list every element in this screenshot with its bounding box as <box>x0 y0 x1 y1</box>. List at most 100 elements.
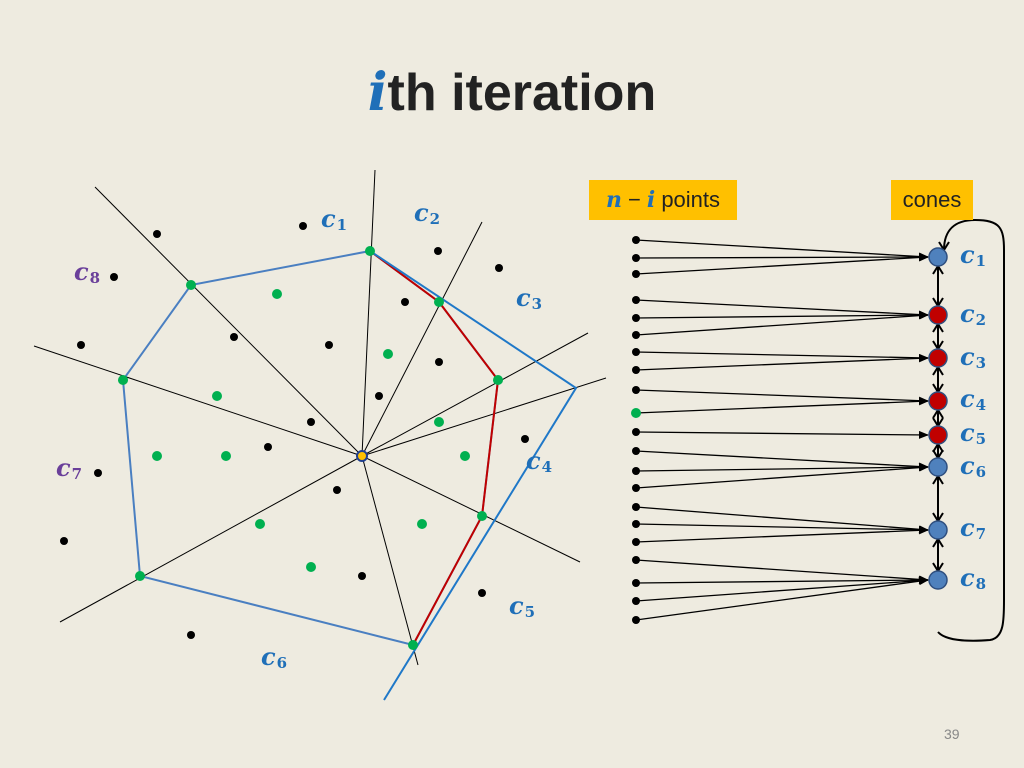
green-point <box>493 375 503 385</box>
ray-4 <box>361 332 589 457</box>
list-point <box>632 331 640 339</box>
right-cone-label-4: c4 <box>960 384 987 414</box>
black-point <box>77 341 85 349</box>
list-points <box>631 236 641 624</box>
green-point <box>417 519 427 529</box>
list-point <box>632 254 640 262</box>
green-point <box>152 451 162 461</box>
black-points <box>60 222 529 639</box>
point-arrow <box>635 253 929 275</box>
title-text: th iteration <box>387 64 657 122</box>
cone-nodes <box>928 247 948 590</box>
cone-node <box>928 457 948 477</box>
ray-2 <box>361 169 376 457</box>
green-point <box>477 511 487 521</box>
point-arrow <box>635 253 929 262</box>
list-point <box>632 538 640 546</box>
right-cone-label-2: c2 <box>960 299 987 329</box>
cone-node <box>928 391 948 411</box>
black-point <box>94 469 102 477</box>
ray-9 <box>33 345 363 457</box>
ray-8 <box>59 455 363 623</box>
outer-hull <box>121 249 500 647</box>
black-point <box>60 537 68 545</box>
green-point <box>383 349 393 359</box>
point-arrow <box>635 311 929 336</box>
black-point <box>495 264 503 272</box>
right-cone-label-3: c3 <box>960 342 987 372</box>
point-arrows <box>635 239 929 621</box>
list-point <box>632 520 640 528</box>
green-point <box>212 391 222 401</box>
left-cone-label-5: c5 <box>509 591 536 621</box>
center-point <box>356 450 368 462</box>
title-variable: i <box>367 62 388 123</box>
black-point <box>110 273 118 281</box>
point-arrow <box>635 463 929 489</box>
i-variable: i <box>646 187 656 213</box>
list-point <box>632 366 640 374</box>
black-point <box>375 392 383 400</box>
left-cone-label-2: c2 <box>414 198 441 228</box>
cone-node <box>928 305 948 325</box>
black-point <box>187 631 195 639</box>
point-arrow <box>635 354 929 371</box>
point-arrow <box>635 299 929 319</box>
black-point <box>325 341 333 349</box>
list-point <box>632 348 640 356</box>
green-point <box>118 375 128 385</box>
left-cone-label-7: c7 <box>56 453 83 483</box>
wrap-arrow <box>937 218 1005 642</box>
green-point <box>272 289 282 299</box>
right-cone-label-8: c8 <box>960 563 987 593</box>
point-arrow <box>635 351 929 362</box>
list-point <box>632 386 640 394</box>
black-point <box>333 486 341 494</box>
green-point <box>186 280 196 290</box>
right-cone-label-7: c7 <box>960 513 987 543</box>
cones-box: cones <box>891 180 973 220</box>
point-arrow <box>635 239 929 261</box>
green-points <box>118 246 503 650</box>
ray-7 <box>361 455 419 666</box>
points-word: points <box>661 187 721 212</box>
minus-sign: − <box>627 187 641 212</box>
point-arrow <box>635 430 929 439</box>
list-point <box>631 408 641 418</box>
point-arrow <box>635 389 929 405</box>
list-point <box>632 484 640 492</box>
right-cone-label-6: c6 <box>960 451 987 481</box>
cone-node <box>928 247 948 267</box>
list-point <box>632 579 640 587</box>
black-point <box>435 358 443 366</box>
black-point <box>230 333 238 341</box>
black-point <box>264 443 272 451</box>
ray-3 <box>361 221 483 457</box>
black-point <box>434 247 442 255</box>
point-arrow <box>635 523 929 534</box>
black-point <box>521 435 529 443</box>
left-cone-label-4: c4 <box>526 446 553 476</box>
right-figure <box>631 218 1005 642</box>
list-point <box>632 447 640 455</box>
cones-word: cones <box>902 187 962 212</box>
green-point <box>408 640 418 650</box>
black-point <box>153 230 161 238</box>
green-point <box>306 562 316 572</box>
point-arrow <box>635 397 929 414</box>
point-arrow <box>635 526 929 543</box>
black-point <box>401 298 409 306</box>
cone-node <box>928 348 948 368</box>
red-chain <box>369 250 500 646</box>
ray-1 <box>94 186 363 457</box>
green-point <box>434 417 444 427</box>
green-point <box>221 451 231 461</box>
point-arrow <box>635 450 929 471</box>
green-point <box>365 246 375 256</box>
right-cone-label-5: c5 <box>960 418 987 448</box>
cone-rays <box>33 169 607 666</box>
right-cone-label-1: c1 <box>960 240 987 270</box>
cone-node <box>928 425 948 445</box>
list-point <box>632 428 640 436</box>
